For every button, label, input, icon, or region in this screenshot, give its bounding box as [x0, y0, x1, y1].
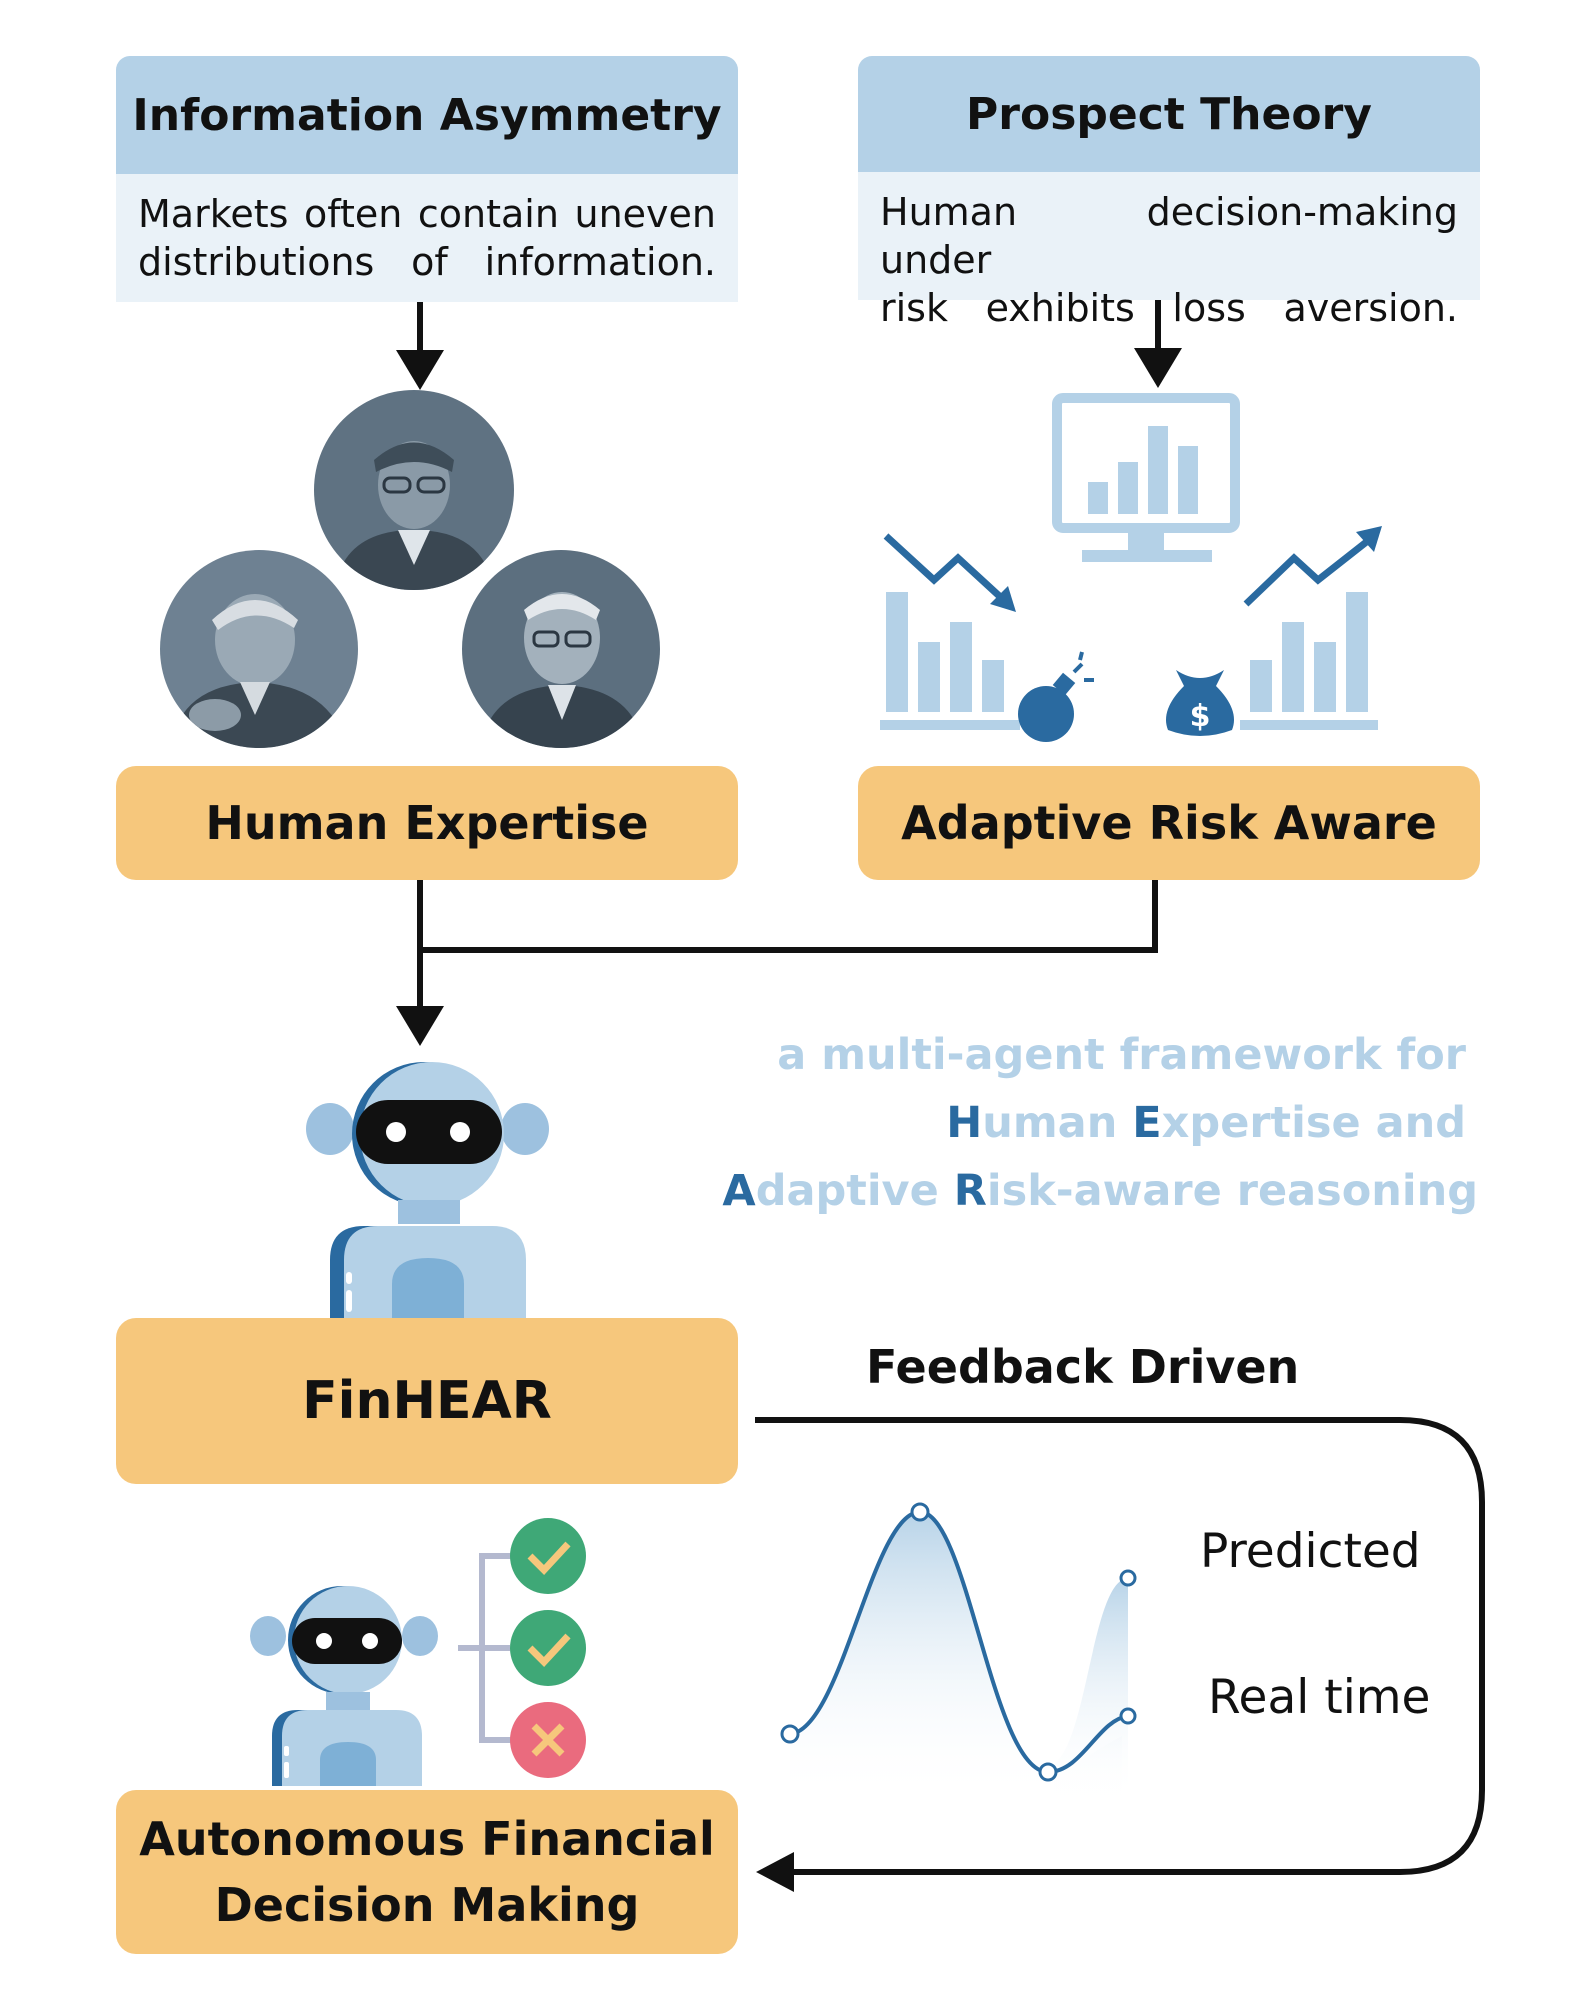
tagline-line-2: Human Expertise and: [946, 1098, 1466, 1148]
portrait-top: [314, 390, 514, 590]
feedback-label: Feedback Driven: [866, 1340, 1300, 1394]
prospect-theory-title: Prospect Theory: [858, 56, 1480, 172]
decision-line-2: Decision Making: [214, 1878, 640, 1932]
decision-box: Autonomous Financial Decision Making: [116, 1790, 738, 1954]
wave-point: [1038, 1762, 1058, 1782]
person-silhouette-icon: [170, 594, 348, 748]
feedback-loop-arrow: [755, 1417, 1485, 1892]
prospect-theory-line-1: Human decision-making under: [880, 190, 1458, 282]
info-asymmetry-line-1: Markets often contain uneven: [138, 192, 716, 236]
arrow-down-icon: [1134, 300, 1182, 388]
monitor-chart-icon: [1052, 393, 1240, 562]
tagline-letter-e: E: [1132, 1098, 1162, 1148]
predicted-area: [1054, 1578, 1128, 1800]
info-asymmetry-description: Markets often contain uneven distributio…: [116, 174, 738, 302]
legend-predicted: Predicted: [1200, 1524, 1421, 1579]
human-expertise-box: Human Expertise: [116, 766, 738, 880]
adaptive-risk-box: Adaptive Risk Aware: [858, 766, 1480, 880]
uptrend-chart-icon: [1240, 526, 1382, 730]
check-icon: [510, 1518, 586, 1594]
small-robot-icon: [250, 1586, 438, 1786]
decision-robot-illustration: [250, 1518, 586, 1786]
decision-line-1: Autonomous Financial: [139, 1812, 715, 1866]
person-silhouette-icon: [334, 441, 494, 590]
tagline-letter-r: R: [953, 1166, 987, 1216]
tagline-word-risk: isk-aware reasoning: [986, 1166, 1478, 1216]
decision-tree-lines: [458, 1553, 512, 1743]
finhear-box: FinHEAR: [116, 1318, 738, 1484]
wave-point: [910, 1502, 930, 1522]
tagline-line-1: a multi-agent framework for: [777, 1030, 1466, 1080]
risk-charts-illustration: $: [880, 393, 1382, 742]
prospect-theory-line-2: risk exhibits loss aversion.: [880, 286, 1458, 330]
arrow-down-icon: [396, 302, 444, 390]
check-icon: [510, 1610, 586, 1686]
tagline-line-3: Adaptive Risk-aware reasoning: [722, 1166, 1478, 1216]
feedback-wave-chart: [780, 1502, 1137, 1800]
realtime-area: [790, 1512, 1122, 1800]
robot-icon: [306, 1062, 549, 1320]
tagline-letter-a: A: [722, 1166, 756, 1216]
info-asymmetry-title: Information Asymmetry: [116, 56, 738, 174]
tagline-word-expertise: xpertise and: [1161, 1098, 1466, 1148]
prospect-theory-description: Human decision-making under risk exhibit…: [858, 172, 1480, 330]
svg-text:$: $: [1190, 699, 1211, 734]
person-silhouette-icon: [480, 592, 644, 748]
cross-icon: [510, 1702, 586, 1778]
money-bag-icon: $: [1166, 670, 1234, 736]
merge-connector: [396, 880, 1158, 1046]
info-asymmetry-line-2: distributions of information.: [138, 240, 716, 284]
tagline-word-human: uman: [982, 1098, 1133, 1148]
tagline-letter-h: H: [946, 1098, 983, 1148]
wave-point: [780, 1724, 800, 1744]
realtime-point: [1119, 1707, 1137, 1725]
downtrend-chart-icon: [880, 533, 1020, 730]
realtime-line: [789, 1509, 1129, 1775]
legend-real-time: Real time: [1208, 1670, 1431, 1725]
portrait-left: [160, 550, 358, 748]
tagline-word-adaptive: daptive: [755, 1166, 954, 1216]
predicted-point: [1119, 1569, 1137, 1587]
portrait-right: [462, 550, 660, 748]
bomb-icon: [1018, 651, 1094, 742]
